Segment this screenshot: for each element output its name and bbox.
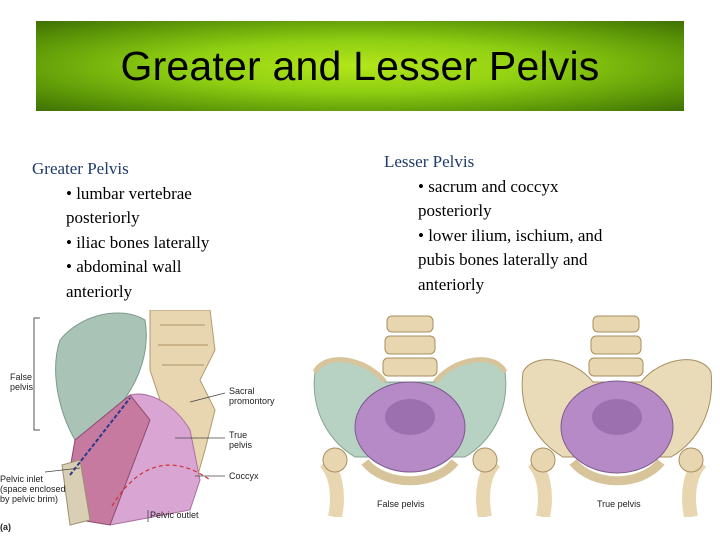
label-panel-a: (a) bbox=[0, 522, 11, 532]
greater-bullet-2: • iliac bones laterally bbox=[66, 232, 210, 252]
true-pelvis-illustration bbox=[521, 315, 713, 519]
greater-pelvis-text: Greater Pelvis • lumbar vertebrae poster… bbox=[32, 157, 292, 304]
sagittal-pelvis-figure: False pelvis Sacral promontory True pelv… bbox=[0, 309, 300, 540]
label-sacral-line2: promontory bbox=[229, 396, 275, 406]
label-pelvic-inlet: Pelvic inlet (space enclosed by pelvic b… bbox=[0, 474, 66, 504]
label-coccyx: Coccyx bbox=[229, 471, 259, 481]
label-inlet-line2: (space enclosed bbox=[0, 484, 66, 494]
lesser-bullet-2-cont: pubis bones laterally and bbox=[418, 250, 588, 269]
lesser-bullet-1: • sacrum and coccyx bbox=[418, 176, 559, 196]
false-pelvis-illustration bbox=[312, 315, 508, 519]
lesser-pelvis-heading: Lesser Pelvis bbox=[384, 152, 475, 171]
slide-title: Greater and Lesser Pelvis bbox=[120, 42, 600, 89]
greater-bullet-3: • abdominal wall bbox=[66, 257, 182, 276]
lesser-pelvis-text: Lesser Pelvis • sacrum and coccyx poster… bbox=[384, 150, 684, 297]
label-true-line1: True bbox=[229, 430, 248, 440]
lesser-bullet-2: • lower ilium, ischium, and bbox=[418, 225, 603, 245]
label-false-pelvis-line1: False bbox=[10, 372, 33, 382]
greater-bullet-3-cont: anteriorly bbox=[66, 281, 133, 301]
label-pelvic-outlet: Pelvic outlet bbox=[150, 510, 199, 520]
label-sacral-promontory: Sacral promontory bbox=[229, 386, 275, 406]
title-banner: Greater and Lesser Pelvis bbox=[36, 21, 684, 111]
label-true-pelvis-caption: True pelvis bbox=[597, 499, 641, 509]
label-false-pelvis-caption: False pelvis bbox=[377, 499, 425, 509]
sagittal-pelvis-illustration bbox=[33, 309, 226, 526]
label-sacral-line1: Sacral bbox=[229, 386, 255, 396]
label-inlet-line1: Pelvic inlet bbox=[0, 474, 44, 484]
greater-bullet-1: • lumbar vertebrae bbox=[66, 183, 192, 203]
label-true-line2: pelvis bbox=[229, 440, 253, 450]
label-false-pelvis-line2: pelvis bbox=[10, 382, 34, 392]
lesser-bullet-1-cont: posteriorly bbox=[418, 201, 492, 220]
greater-pelvis-heading: Greater Pelvis bbox=[32, 159, 129, 178]
true-pelvis-figure: True pelvis bbox=[515, 312, 720, 519]
lesser-bullet-2-cont2: anteriorly bbox=[418, 274, 485, 294]
greater-bullet-1-cont: posteriorly bbox=[66, 208, 140, 227]
label-true-pelvis: True pelvis bbox=[229, 430, 252, 450]
false-pelvis-figure: False pelvis bbox=[305, 312, 515, 519]
label-inlet-line3: by pelvic brim) bbox=[0, 494, 59, 504]
label-false-pelvis: False pelvis bbox=[10, 372, 33, 392]
